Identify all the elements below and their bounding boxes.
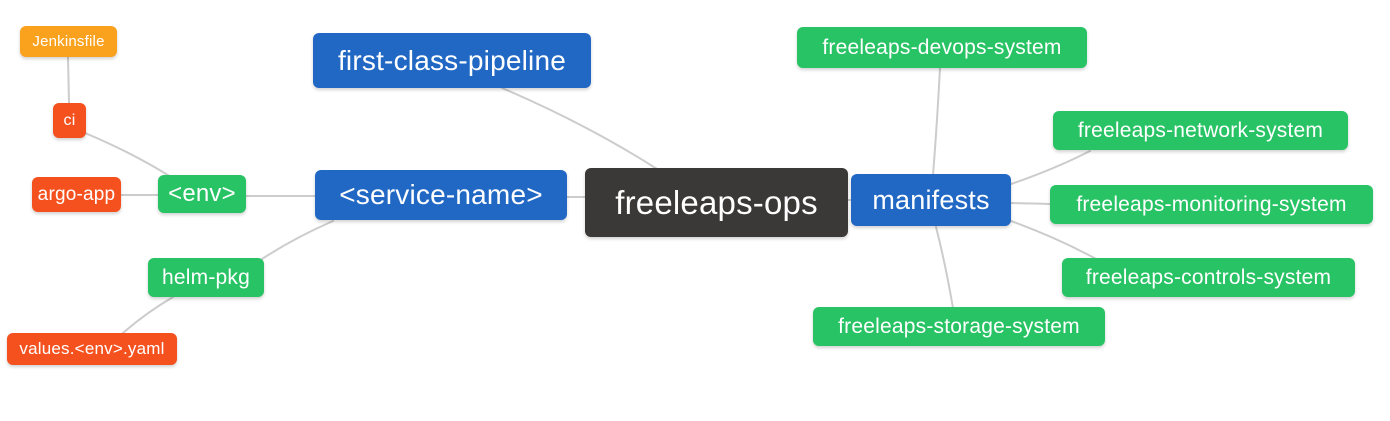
edge-service-name-to-helm-pkg: [261, 220, 334, 260]
node-service-name[interactable]: <service-name>: [315, 170, 567, 220]
node-argo-app[interactable]: argo-app: [32, 177, 121, 212]
node-freeleaps-network-system[interactable]: freeleaps-network-system: [1053, 111, 1348, 150]
node-first-class-pipeline[interactable]: first-class-pipeline: [313, 33, 591, 88]
edge-manifests-to-freeleaps-monitoring-system: [1010, 202, 1051, 205]
edge-jenkinsfile-to-ci: [67, 56, 70, 104]
node-freeleaps-monitoring-system[interactable]: freeleaps-monitoring-system: [1050, 185, 1373, 224]
node-env[interactable]: <env>: [158, 175, 246, 213]
node-values-env-yaml[interactable]: values.<env>.yaml: [7, 333, 177, 365]
edge-manifests-to-freeleaps-storage-system: [935, 226, 954, 309]
edge-manifests-to-freeleaps-devops-system: [932, 67, 941, 176]
node-manifests[interactable]: manifests: [851, 174, 1011, 226]
edge-first-class-pipeline-to-freeleaps-ops: [501, 87, 658, 170]
edge-helm-pkg-to-values-env-yaml: [122, 296, 174, 334]
edge-manifests-to-freeleaps-network-system: [1010, 150, 1091, 185]
node-ci[interactable]: ci: [53, 103, 86, 138]
node-helm-pkg[interactable]: helm-pkg: [148, 258, 264, 297]
node-freeleaps-devops-system[interactable]: freeleaps-devops-system: [797, 27, 1087, 68]
node-freeleaps-ops[interactable]: freeleaps-ops: [585, 168, 848, 237]
node-freeleaps-controls-system[interactable]: freeleaps-controls-system: [1062, 258, 1355, 297]
edge-manifests-to-freeleaps-controls-system: [1010, 220, 1099, 261]
node-freeleaps-storage-system[interactable]: freeleaps-storage-system: [813, 307, 1105, 346]
node-jenkinsfile[interactable]: Jenkinsfile: [20, 26, 117, 57]
edge-ci-to-env: [84, 132, 172, 178]
